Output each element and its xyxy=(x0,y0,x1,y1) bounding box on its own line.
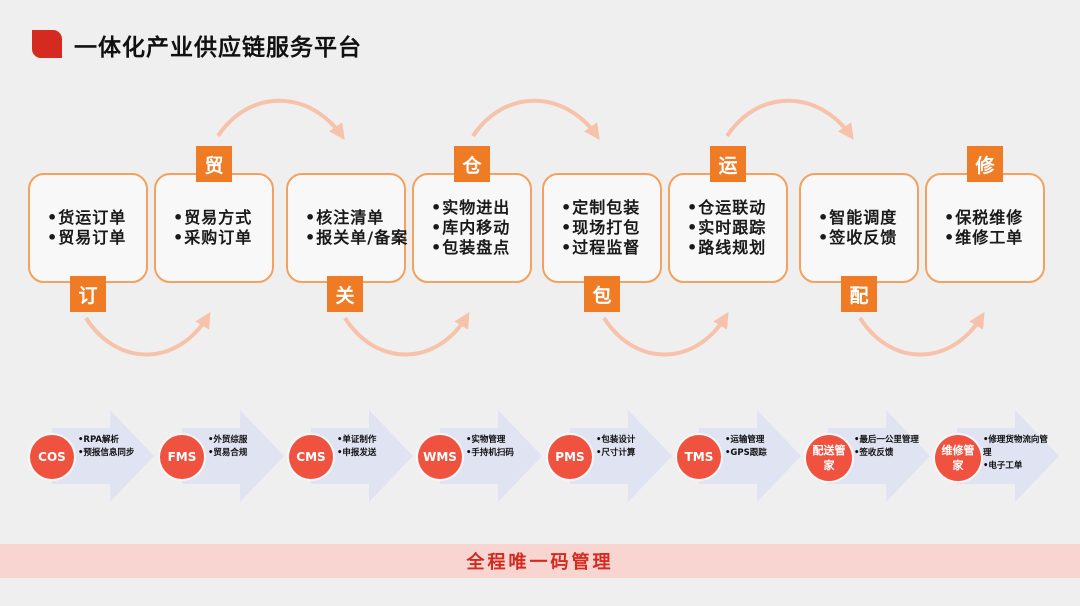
top-arc-2 xyxy=(471,98,600,140)
system-pms: PMS •包装设计 •尺寸计算 xyxy=(548,410,672,502)
system-badge: PMS xyxy=(548,435,592,479)
system-repair-manager: 维修管家 •修理货物流向管理 •电子工单 xyxy=(935,410,1059,502)
chevron-arrow-icon xyxy=(828,410,930,502)
chevron-arrow-icon xyxy=(311,410,413,502)
badge-trade: 贸 xyxy=(196,146,232,182)
system-badge: WMS xyxy=(418,435,462,479)
system-badge: FMS xyxy=(160,435,204,479)
system-badge: TMS xyxy=(677,435,721,479)
system-badge: 维修管家 xyxy=(935,435,981,481)
bottom-arc-1 xyxy=(84,311,211,357)
unique-code-banner: 全程唯一码管理 xyxy=(0,544,1080,578)
process-card-repair: •保税维修 •维修工单 xyxy=(925,173,1045,283)
bottom-arc-2 xyxy=(343,311,470,357)
process-card-order: •货运订单 •贸易订单 xyxy=(28,173,148,283)
chevron-arrow-icon xyxy=(699,410,801,502)
process-card-transport: •仓运联动 •实时跟踪 •路线规划 xyxy=(668,173,788,283)
badge-packaging: 包 xyxy=(584,276,620,312)
system-tms: TMS •运输管理 •GPS跟踪 xyxy=(677,410,801,502)
process-card-customs: •核注清单 •报关单/备案 xyxy=(286,173,407,283)
badge-order: 订 xyxy=(70,276,106,312)
badge-delivery: 配 xyxy=(841,276,877,312)
chevron-arrow-icon xyxy=(52,410,154,502)
process-card-delivery: •智能调度 •签收反馈 xyxy=(799,173,919,283)
top-arc-3 xyxy=(725,98,854,140)
system-cms: CMS •单证制作 •申报发送 xyxy=(289,410,413,502)
process-card-packaging: •定制包装 •现场打包 •过程监督 xyxy=(542,173,662,283)
badge-warehouse: 仓 xyxy=(454,146,490,182)
banner-label: 全程唯一码管理 xyxy=(466,552,614,573)
system-delivery-manager: 配送管家 •最后一公里管理 •签收反馈 xyxy=(806,410,930,502)
top-arc-1 xyxy=(216,98,345,140)
title-mark-icon xyxy=(32,30,62,58)
system-badge: 配送管家 xyxy=(806,435,852,481)
process-card-trade: •贸易方式 •采购订单 xyxy=(154,173,274,283)
bottom-arc-4 xyxy=(858,311,985,357)
system-badge: COS xyxy=(30,435,74,479)
system-fms: FMS •外贸综服 •贸易合规 xyxy=(160,410,284,502)
chevron-arrow-icon xyxy=(440,410,542,502)
badge-repair: 修 xyxy=(967,146,1003,182)
system-badge: CMS xyxy=(289,435,333,479)
chevron-arrow-icon xyxy=(182,410,284,502)
page-title: 一体化产业供应链服务平台 xyxy=(74,35,362,61)
chevron-arrow-icon xyxy=(570,410,672,502)
chevron-arrow-icon xyxy=(957,410,1059,502)
system-cos: COS •RPA解析 •预报信息同步 xyxy=(30,410,154,502)
badge-transport: 运 xyxy=(710,146,746,182)
bottom-arc-3 xyxy=(602,311,729,357)
badge-customs: 关 xyxy=(327,276,363,312)
system-wms: WMS •实物管理 •手持机扫码 xyxy=(418,410,542,502)
process-card-warehouse: •实物进出 •库内移动 •包装盘点 xyxy=(412,173,532,283)
